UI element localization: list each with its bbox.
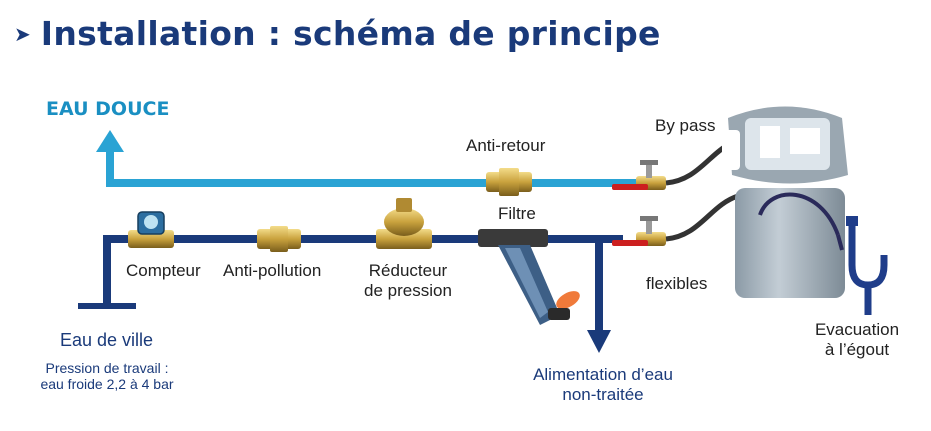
untreated-outlet-arrow-icon [587, 330, 611, 353]
bypass-valve-top-icon [612, 160, 666, 190]
title-chevron-icon: ➤ [14, 21, 31, 46]
soft-water-arrow-icon [96, 130, 124, 152]
city-water-inlet-base [78, 303, 136, 309]
water-softener-unit-icon [722, 106, 848, 298]
label-reducteur-line2: de pression [364, 281, 452, 300]
label-pression: Pression de travail : eau froide 2,2 à 4… [14, 360, 200, 392]
soft-water-line [96, 130, 652, 187]
label-by-pass: By pass [655, 116, 716, 135]
label-evacuation-line1: Evacuation [814, 320, 900, 339]
filter-icon [478, 229, 580, 325]
label-alimentation-line1: Alimentation d’eau [533, 365, 673, 384]
label-eau-de-ville: Eau de ville [60, 330, 154, 350]
label-anti-retour: Anti-retour [466, 136, 546, 155]
page-title: Installation : schéma de principe [40, 14, 661, 53]
pressure-reducer-icon [376, 198, 432, 249]
label-anti-pollution: Anti-pollution [223, 261, 322, 280]
label-alimentation-line2: non-traitée [562, 385, 644, 404]
bypass-valve-bottom-icon [612, 216, 666, 246]
anti-pollution-valve-icon [257, 226, 301, 252]
label-eau-douce: EAU DOUCE [46, 98, 170, 120]
drain-hose [758, 192, 844, 251]
label-compteur: Compteur [126, 261, 201, 280]
label-filtre: Filtre [498, 204, 536, 223]
label-alimentation: Alimentation d’eau non-traitée [498, 365, 708, 405]
anti-return-valve-icon [486, 168, 532, 196]
title-bar: ➤ Installation : schéma de principe [14, 14, 661, 53]
label-evacuation: Evacuation à l’égout [808, 320, 906, 360]
label-evacuation-line2: à l’égout [824, 340, 890, 359]
label-reducteur-line1: Réducteur [368, 261, 448, 280]
drain-siphon-icon [848, 222, 888, 315]
label-reducteur: Réducteur de pression [360, 261, 456, 301]
label-pression-line1: Pression de travail : [45, 360, 169, 376]
drain-siphon-inlet [846, 216, 858, 226]
label-flexibles: flexibles [646, 274, 708, 293]
water-meter-icon [128, 211, 174, 248]
city-water-line [78, 235, 623, 353]
label-pression-line2: eau froide 2,2 à 4 bar [40, 376, 174, 392]
